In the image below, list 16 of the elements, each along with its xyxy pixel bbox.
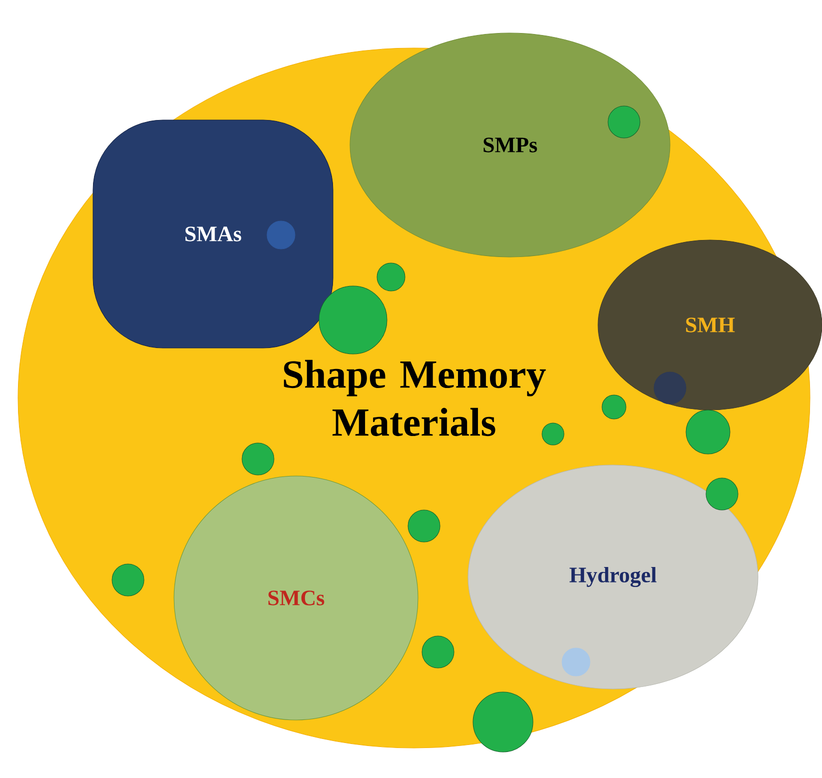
decorative-bubble <box>562 648 590 676</box>
decorative-bubble <box>266 220 296 250</box>
decorative-bubble <box>422 636 454 668</box>
decorative-bubble <box>408 510 440 542</box>
decorative-bubble <box>472 692 534 752</box>
category-badge: SMAs <box>92 120 334 348</box>
decorative-bubble <box>542 422 564 446</box>
decorative-bubble <box>318 286 388 354</box>
decorative-bubble <box>112 564 144 596</box>
decorative-bubble <box>602 394 626 420</box>
decorative-bubble <box>706 478 738 510</box>
decorative-bubble <box>608 106 640 138</box>
decorative-bubble <box>242 442 274 476</box>
decorative-bubble <box>654 372 686 404</box>
decorative-bubble <box>376 262 406 292</box>
decorative-bubble <box>686 410 730 454</box>
